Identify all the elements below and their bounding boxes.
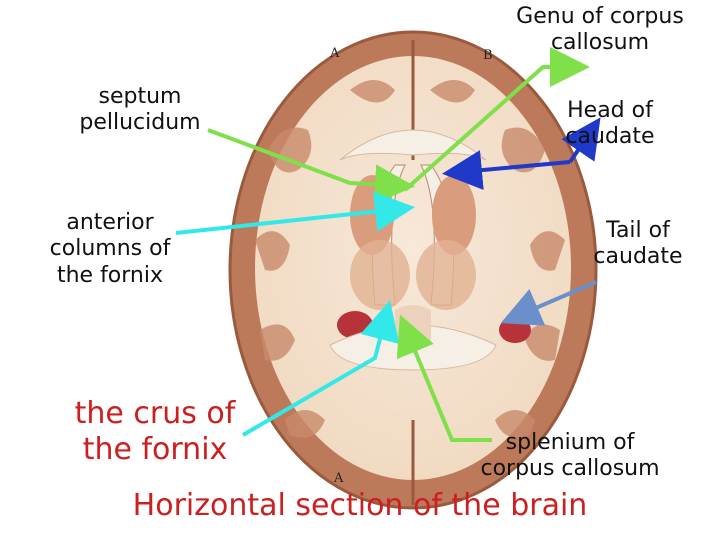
- label-head-caudate: Head of caudate: [565, 98, 655, 150]
- arrow-head-caudate-b: [561, 117, 601, 164]
- arrow-genu: [403, 47, 590, 192]
- marker-a-bottom: A: [334, 471, 344, 486]
- label-anterior-columns: anterior columns of the fornix: [49, 210, 171, 288]
- arrow-head-caudate-a: [442, 150, 571, 190]
- arrow-anterior-columns: [175, 191, 415, 235]
- marker-b-top: B: [483, 48, 493, 63]
- arrow-splenium: [396, 314, 492, 442]
- label-septum-pellucidum: septum pellucidum: [79, 84, 201, 136]
- arrow-tail-caudate: [500, 280, 597, 326]
- label-genu: Genu of corpus callosum: [516, 4, 684, 56]
- leader-arrows: [175, 47, 601, 442]
- marker-a-top: A: [330, 46, 340, 61]
- caption: Horizontal section of the brain: [132, 488, 588, 523]
- arrow-crus: [241, 300, 400, 437]
- label-splenium: splenium of corpus callosum: [480, 430, 660, 482]
- arrow-septum: [207, 128, 415, 205]
- label-crus-fornix: the crus of the fornix: [74, 396, 236, 467]
- label-tail-caudate: Tail of caudate: [593, 218, 683, 270]
